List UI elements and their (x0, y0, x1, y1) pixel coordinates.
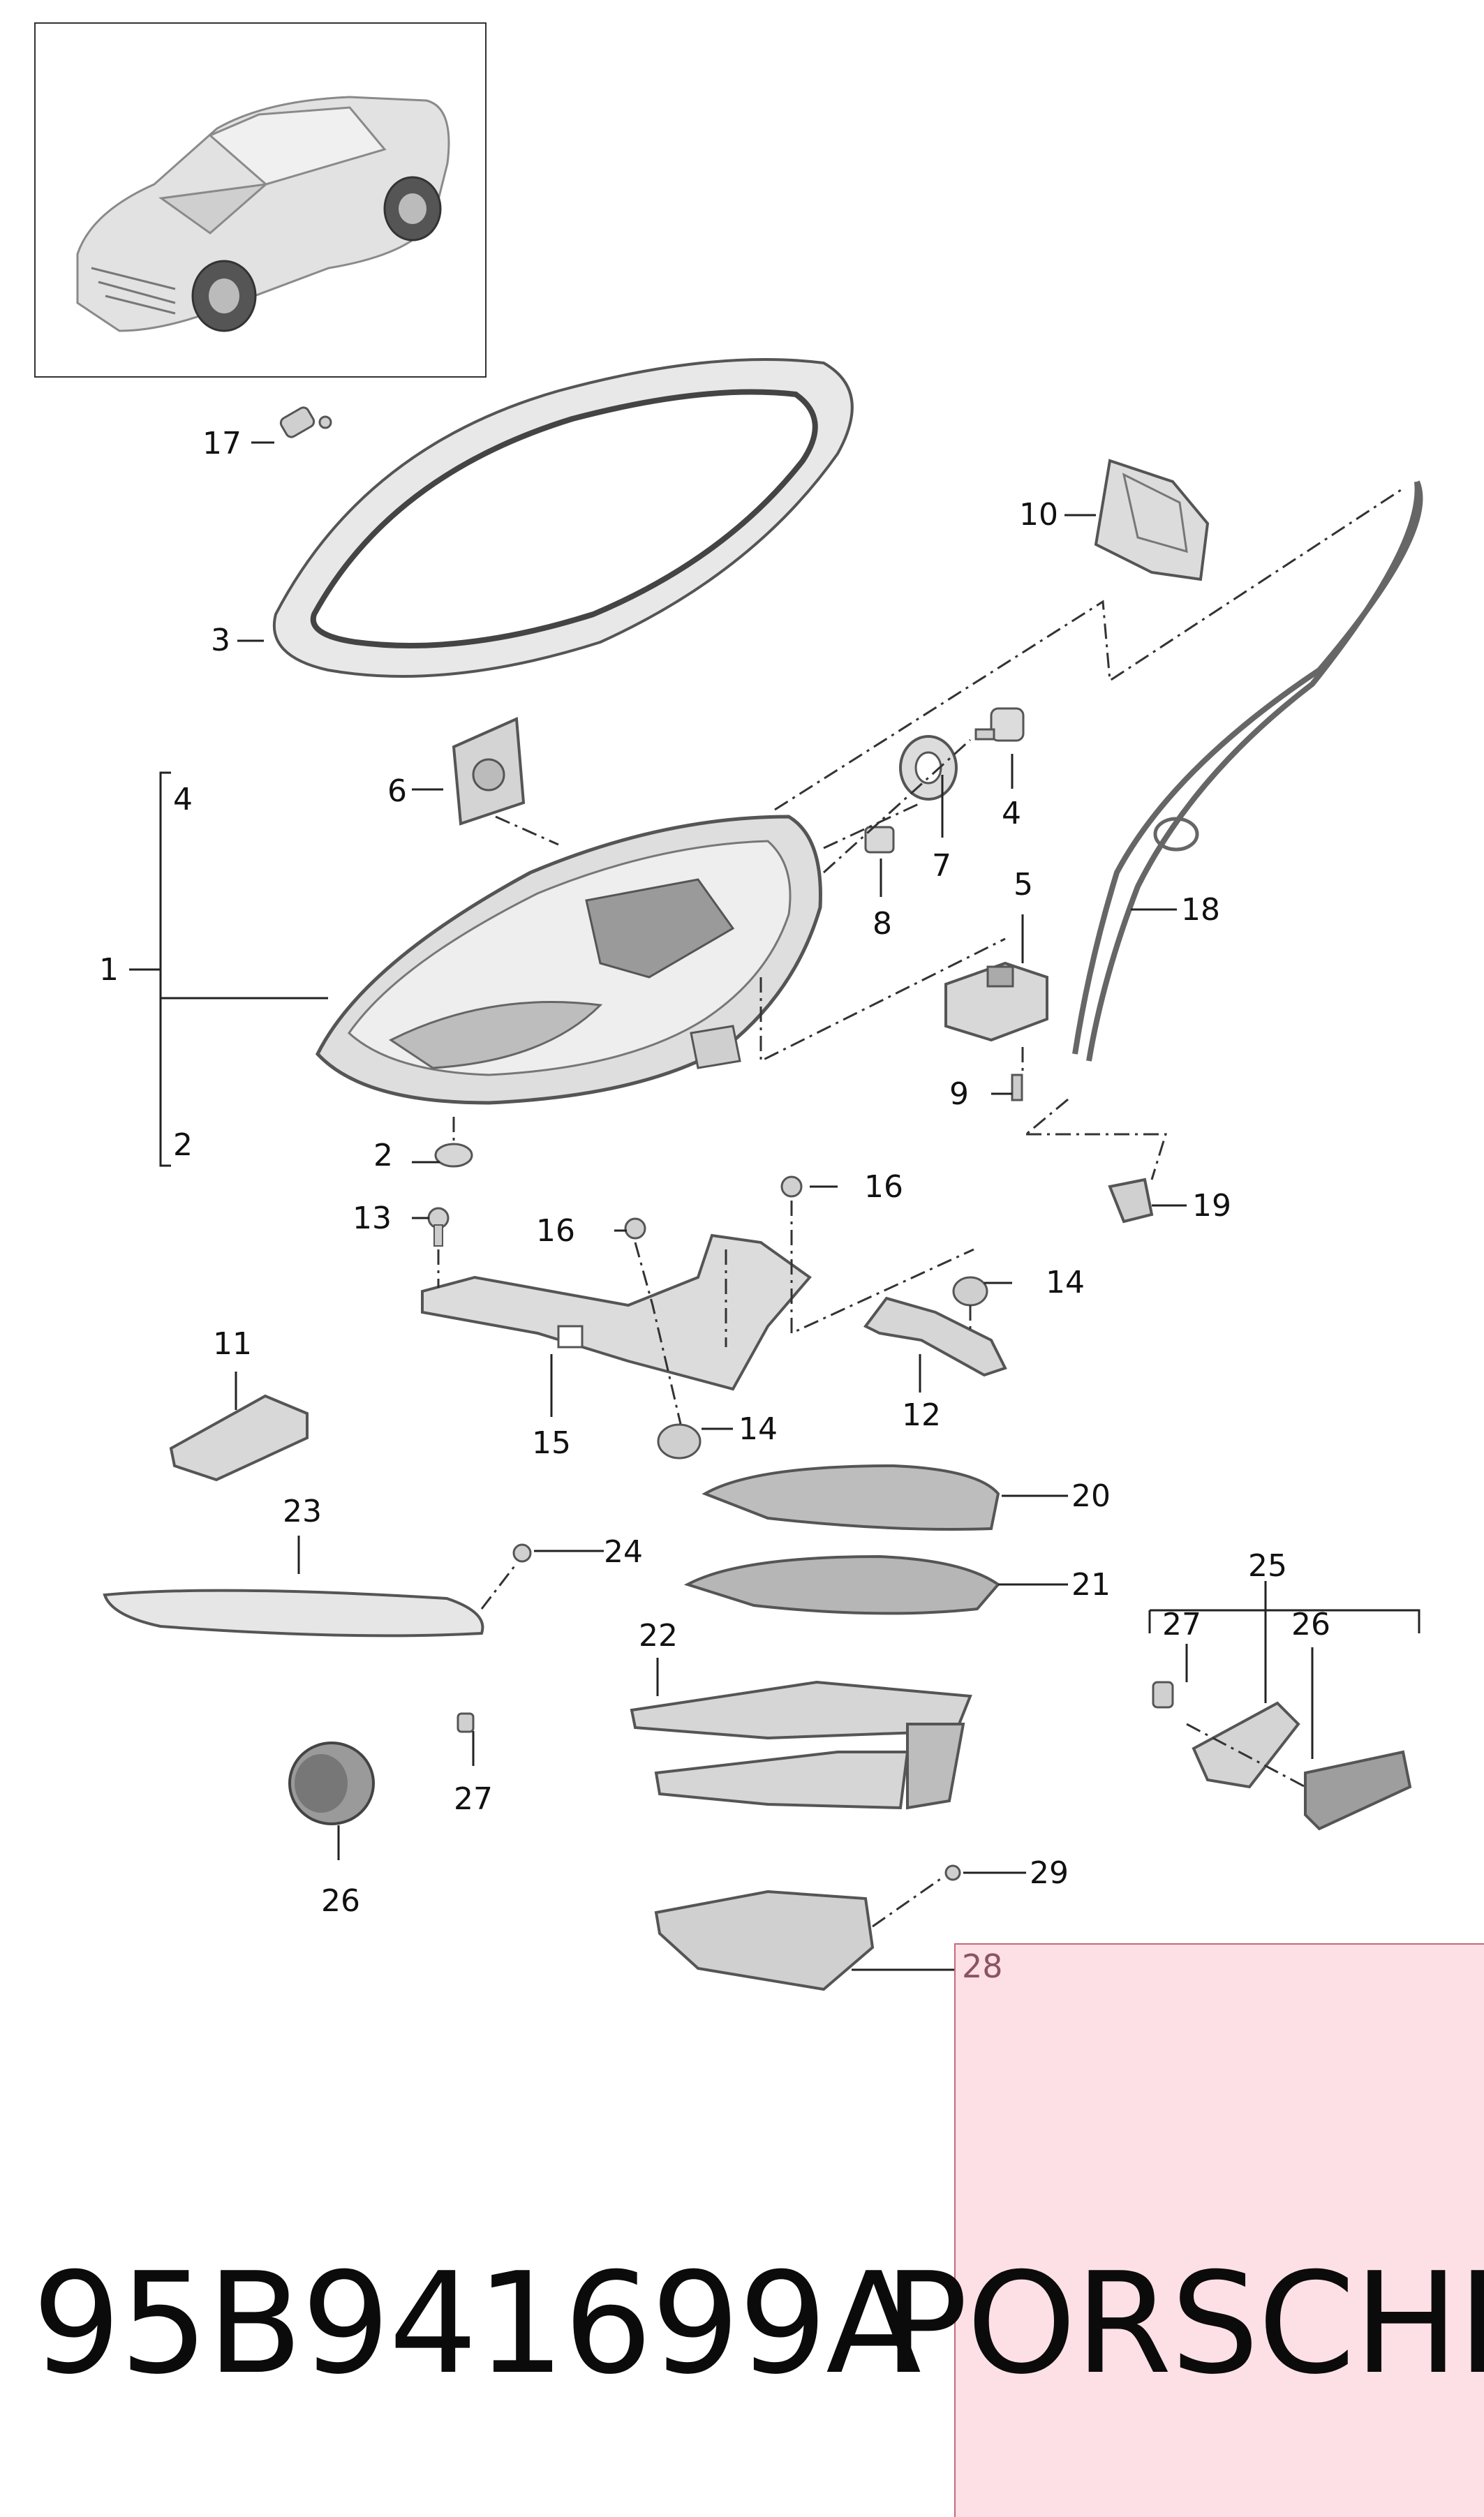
bulb-27-part[interactable] (457, 1712, 475, 1733)
brand-name: PORSCHE (884, 2243, 1484, 2405)
connector-19-part[interactable] (1108, 1178, 1154, 1224)
module-11-part[interactable] (169, 1394, 309, 1482)
screw-13-part[interactable] (427, 1207, 450, 1247)
callout-29: 29 (1030, 1855, 1069, 1891)
fog-light-26-part[interactable] (288, 1742, 375, 1825)
callout-22: 22 (639, 1618, 678, 1654)
light-strip-23-part[interactable] (103, 1589, 484, 1638)
callout-17: 17 (202, 426, 242, 461)
callout-25: 25 (1248, 1548, 1287, 1584)
callout-21: 21 (1071, 1567, 1111, 1603)
callout-27-right: 27 (1162, 1607, 1201, 1642)
vehicle-illustration (76, 96, 450, 332)
callout-6: 6 (387, 773, 407, 809)
callout-2-bracket: 2 (173, 1127, 193, 1163)
clip-8-part[interactable] (864, 826, 895, 854)
control-module-5-part[interactable] (944, 961, 1048, 1042)
screw-17-part[interactable] (279, 406, 332, 439)
callout-12: 12 (902, 1397, 941, 1433)
callout-14-bottom: 14 (739, 1411, 778, 1447)
lamp-housing-28-part[interactable] (654, 1889, 875, 1991)
callout-9: 9 (949, 1076, 969, 1112)
callout-26-right: 26 (1291, 1607, 1330, 1642)
callout-7: 7 (932, 848, 951, 884)
grommet-14-top-part[interactable] (952, 1276, 988, 1307)
screw-29-part[interactable] (944, 1864, 961, 1881)
callout-5: 5 (1014, 867, 1033, 903)
side-marker-25-part[interactable] (1152, 1681, 1412, 1831)
callout-4: 4 (1002, 796, 1021, 831)
connector-6-part[interactable] (452, 717, 526, 826)
callout-15: 15 (532, 1425, 571, 1461)
trim-22-part[interactable] (630, 1680, 972, 1810)
mount-bracket-15-part[interactable] (421, 1233, 812, 1391)
lens-20-part[interactable] (702, 1464, 1000, 1531)
screw-16-right-part[interactable] (780, 1175, 803, 1198)
ring-7-part[interactable] (899, 735, 958, 801)
lens-21-part[interactable] (683, 1554, 1000, 1615)
callout-23: 23 (283, 1494, 322, 1529)
bulb-4-part[interactable] (974, 707, 1025, 742)
callout-28: 28 (962, 1947, 1003, 1985)
part-number: 95B941699A (32, 2243, 921, 2405)
callout-24: 24 (604, 1534, 643, 1570)
callout-26-left: 26 (321, 1883, 360, 1919)
grommet-14-bottom-part[interactable] (657, 1423, 702, 1460)
callout-27-left: 27 (454, 1781, 493, 1817)
leader-lines (129, 441, 1420, 1971)
callout-16-right: 16 (864, 1169, 903, 1205)
bracket-12-part[interactable] (863, 1296, 1007, 1377)
callout-19: 19 (1192, 1188, 1231, 1224)
assembly-lines (437, 487, 1404, 1928)
callout-20: 20 (1071, 1478, 1111, 1514)
callout-2: 2 (373, 1138, 393, 1173)
callout-3: 3 (211, 623, 230, 658)
callout-4-bracket: 4 (173, 782, 193, 817)
seal-ring-part[interactable] (272, 358, 854, 678)
callout-10: 10 (1019, 497, 1058, 533)
callout-14-top: 14 (1046, 1265, 1085, 1300)
callout-11: 11 (213, 1326, 252, 1362)
screw-16-left-part[interactable] (624, 1217, 646, 1240)
bracket-10-part[interactable] (1094, 459, 1210, 581)
callout-1: 1 (99, 952, 119, 988)
headlight-assembly-part[interactable] (315, 815, 822, 1105)
screw-9-part[interactable] (1011, 1074, 1023, 1101)
vehicle-inset (34, 22, 487, 378)
highlight-region (954, 1943, 1484, 2517)
wiring-harness-18-part[interactable] (1072, 480, 1423, 1062)
callout-13: 13 (353, 1201, 392, 1236)
nut-2-part[interactable] (434, 1143, 473, 1168)
callout-8: 8 (873, 906, 892, 942)
callout-16-left: 16 (536, 1213, 575, 1249)
screw-24-part[interactable] (512, 1543, 532, 1563)
callout-18: 18 (1181, 892, 1220, 928)
